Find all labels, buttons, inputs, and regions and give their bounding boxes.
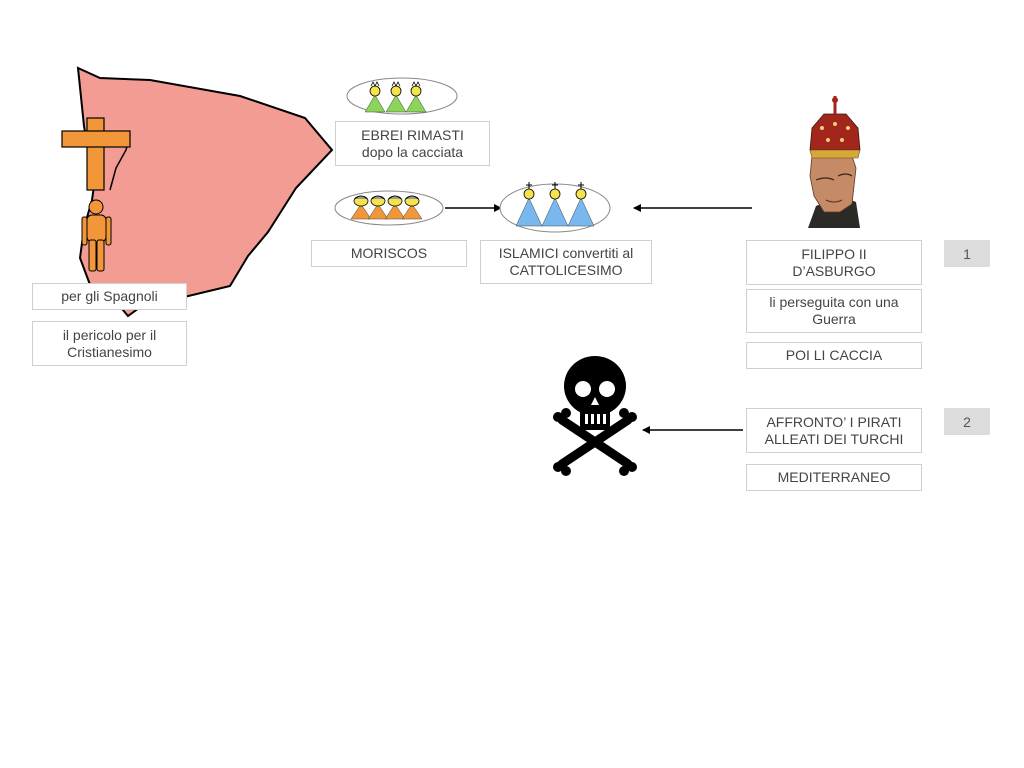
- label-spagnoli: per gli Spagnoli: [32, 283, 187, 310]
- person-icon: [81, 199, 112, 272]
- jew-figure: [385, 81, 407, 113]
- converts-group-icon: [499, 182, 611, 233]
- morisco-figure: [384, 195, 406, 220]
- step-badge-2: 2: [944, 408, 990, 435]
- label-ebrei: EBREI RIMASTI dopo la cacciata: [335, 121, 490, 166]
- morisco-figure: [350, 195, 372, 220]
- jews-group-icon: [346, 77, 458, 115]
- step-badge-1: 1: [944, 240, 990, 267]
- jew-figure: [364, 81, 386, 113]
- label-filippo: FILIPPO II D’ASBURGO: [746, 240, 922, 285]
- convert-figure: [541, 182, 569, 227]
- label-perseguita: li perseguita con una Guerra: [746, 289, 922, 333]
- moriscos-group-icon: [334, 190, 444, 226]
- morisco-figure: [367, 195, 389, 220]
- label-mediterraneo: MEDITERRANEO: [746, 464, 922, 491]
- jew-figure: [405, 81, 427, 113]
- convert-figure: [515, 182, 543, 227]
- king-portrait-icon: [808, 96, 861, 228]
- morisco-figure: [401, 195, 423, 220]
- skull-crossbones-icon: [553, 356, 637, 476]
- spain-map-shape: [76, 66, 334, 318]
- label-caccia: POI LI CACCIA: [746, 342, 922, 369]
- convert-figure: [567, 182, 595, 227]
- label-moriscos: MORISCOS: [311, 240, 467, 267]
- label-pericolo: il pericolo per il Cristianesimo: [32, 321, 187, 366]
- label-affronto: AFFRONTO’ I PIRATI ALLEATI DEI TURCHI: [746, 408, 922, 453]
- cross-icon: [61, 117, 131, 191]
- label-islamici: ISLAMICI convertiti al CATTOLICESIMO: [480, 240, 652, 284]
